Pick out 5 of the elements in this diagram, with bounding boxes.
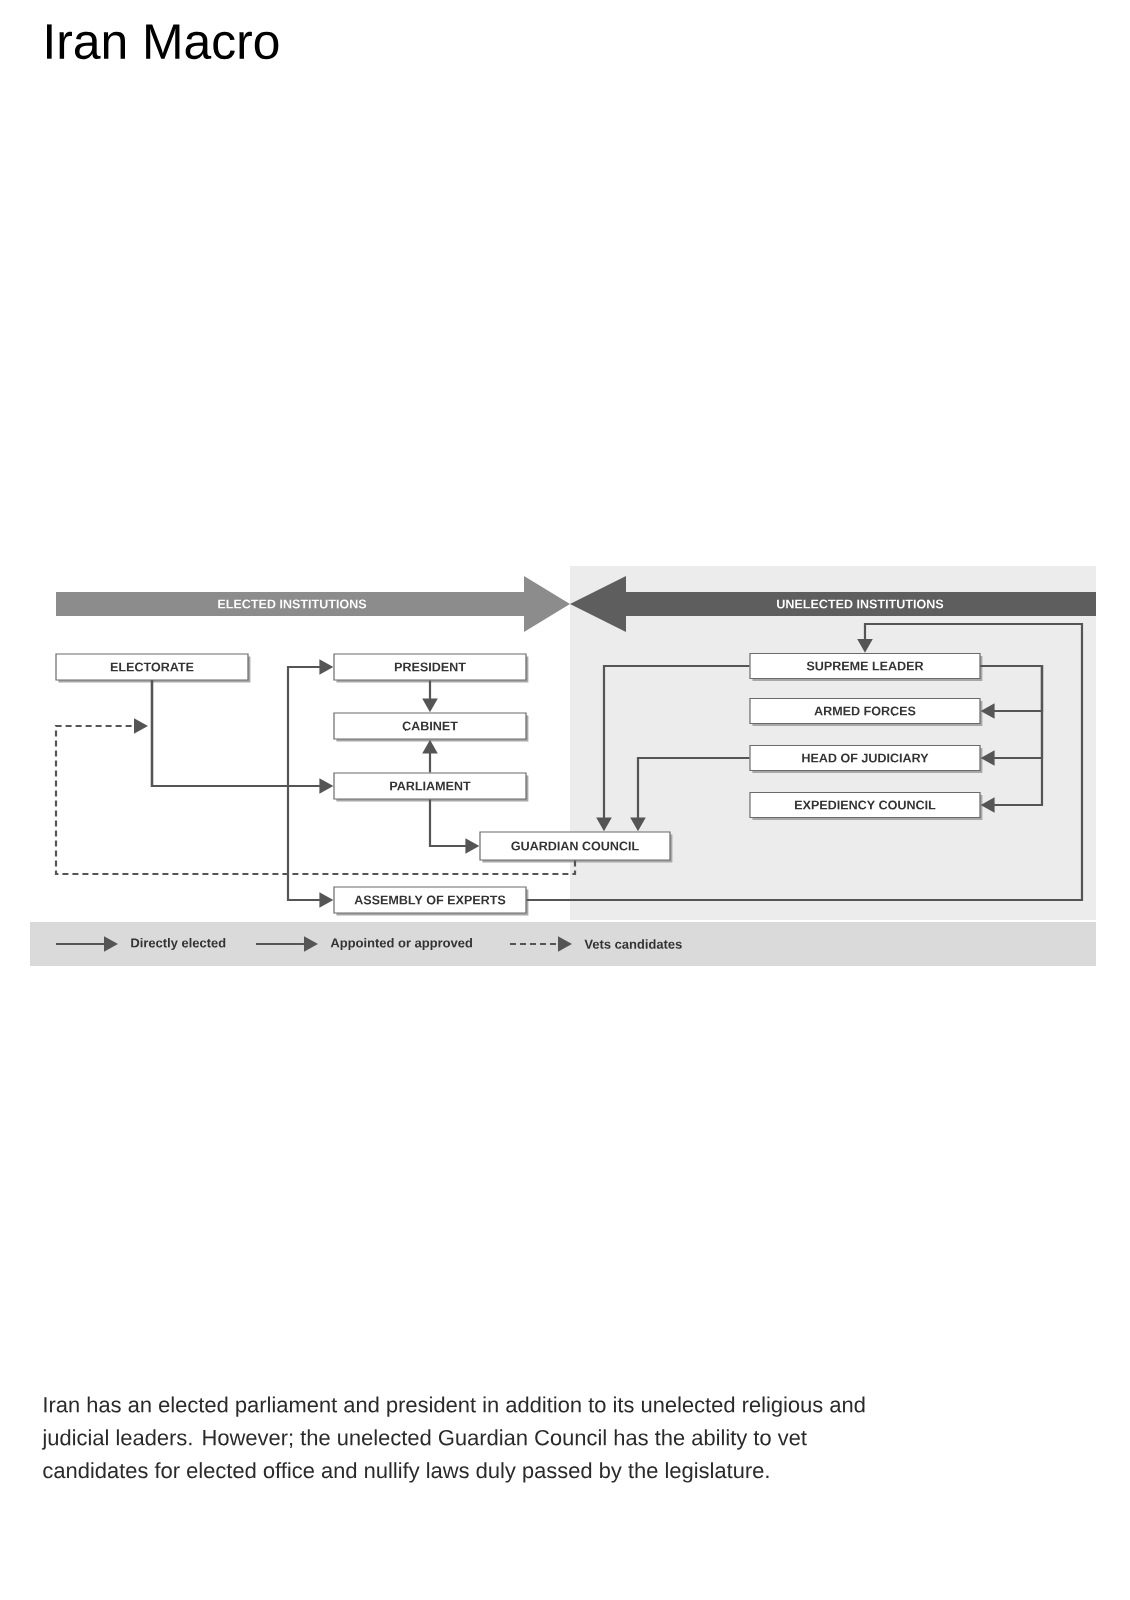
arrow	[980, 664, 1044, 813]
title: Iran Macro	[47, 24, 279, 60]
dashed-arrow	[54, 718, 577, 876]
arrow	[526, 622, 1084, 902]
caption-text: Iran has an elected parliament and president in addition to its unelected religious and judicial leaders. However; the unelected Guardian Council has the ability to vet candidates for elected office and nullify laws duly passed by the legislature.	[41, 1396, 865, 1483]
